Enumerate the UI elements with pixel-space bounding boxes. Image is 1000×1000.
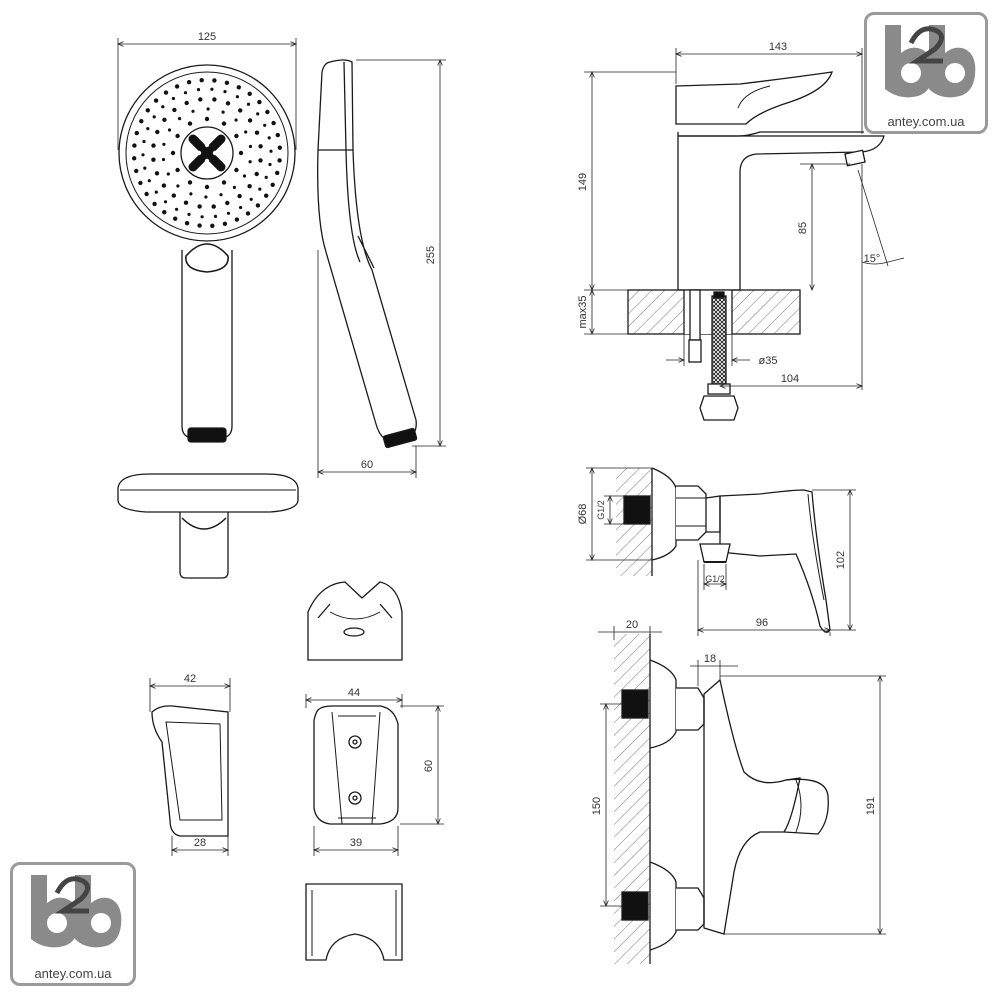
wall-bracket-bottom bbox=[305, 883, 403, 961]
hand-shower-front bbox=[118, 64, 296, 443]
dim-spout-height: 85 bbox=[797, 222, 809, 234]
dim-bracket-width: 44 bbox=[348, 687, 360, 699]
dim-tap-height: 149 bbox=[577, 173, 589, 191]
brand-logo-url: antey.com.ua bbox=[34, 966, 112, 981]
dim-inlet-spacing: 150 bbox=[591, 797, 603, 815]
dim-head-length: 255 bbox=[425, 246, 437, 264]
brand-logo-url: antey.com.ua bbox=[887, 114, 965, 129]
basin-tap bbox=[627, 71, 885, 421]
dim-thread-outlet: G1/2 bbox=[705, 574, 725, 584]
dim-head-depth: 60 bbox=[361, 459, 373, 471]
dimension-lines bbox=[118, 38, 905, 934]
dim-outlet-distance: 104 bbox=[781, 373, 799, 385]
dim-head-width: 125 bbox=[198, 31, 216, 43]
dim-hole-diameter: ø35 bbox=[759, 355, 778, 367]
dim-mixer-depth: 96 bbox=[756, 617, 768, 629]
dim-deck-thickness: max35 bbox=[577, 295, 589, 328]
brand-logo-bottom-left: antey.com.ua bbox=[10, 862, 136, 986]
dim-body-gap: 18 bbox=[704, 653, 716, 665]
dim-bracket-height: 60 bbox=[423, 760, 435, 772]
hand-shower-side bbox=[317, 59, 418, 449]
dim-bracket-bottom: 39 bbox=[350, 837, 362, 849]
dim-holder-width: 42 bbox=[184, 673, 196, 685]
dim-mixer-height: 102 bbox=[835, 551, 847, 569]
wall-bracket-top bbox=[307, 581, 403, 661]
dim-tap-reach: 143 bbox=[769, 41, 787, 53]
dim-wall-offset: 20 bbox=[626, 619, 638, 631]
shower-nozzle-grid bbox=[132, 78, 282, 228]
dim-cover-diameter: Ø68 bbox=[577, 504, 589, 525]
shower-mixer-side bbox=[614, 634, 829, 964]
brand-logo-top-right: antey.com.ua bbox=[864, 12, 988, 134]
wall-bracket-side bbox=[151, 705, 229, 837]
bath-mixer-side bbox=[616, 467, 831, 633]
b2b-logo-icon bbox=[885, 25, 976, 98]
b2b-logo-icon bbox=[31, 875, 122, 948]
shower-holder-side bbox=[117, 473, 299, 579]
dim-spout-angle: 15° bbox=[864, 253, 881, 265]
dim-holder-bottom: 28 bbox=[194, 837, 206, 849]
wall-bracket-front bbox=[313, 705, 399, 825]
dim-shower-height: 191 bbox=[865, 797, 877, 815]
dim-thread-inlet: G1/2 bbox=[596, 500, 606, 520]
